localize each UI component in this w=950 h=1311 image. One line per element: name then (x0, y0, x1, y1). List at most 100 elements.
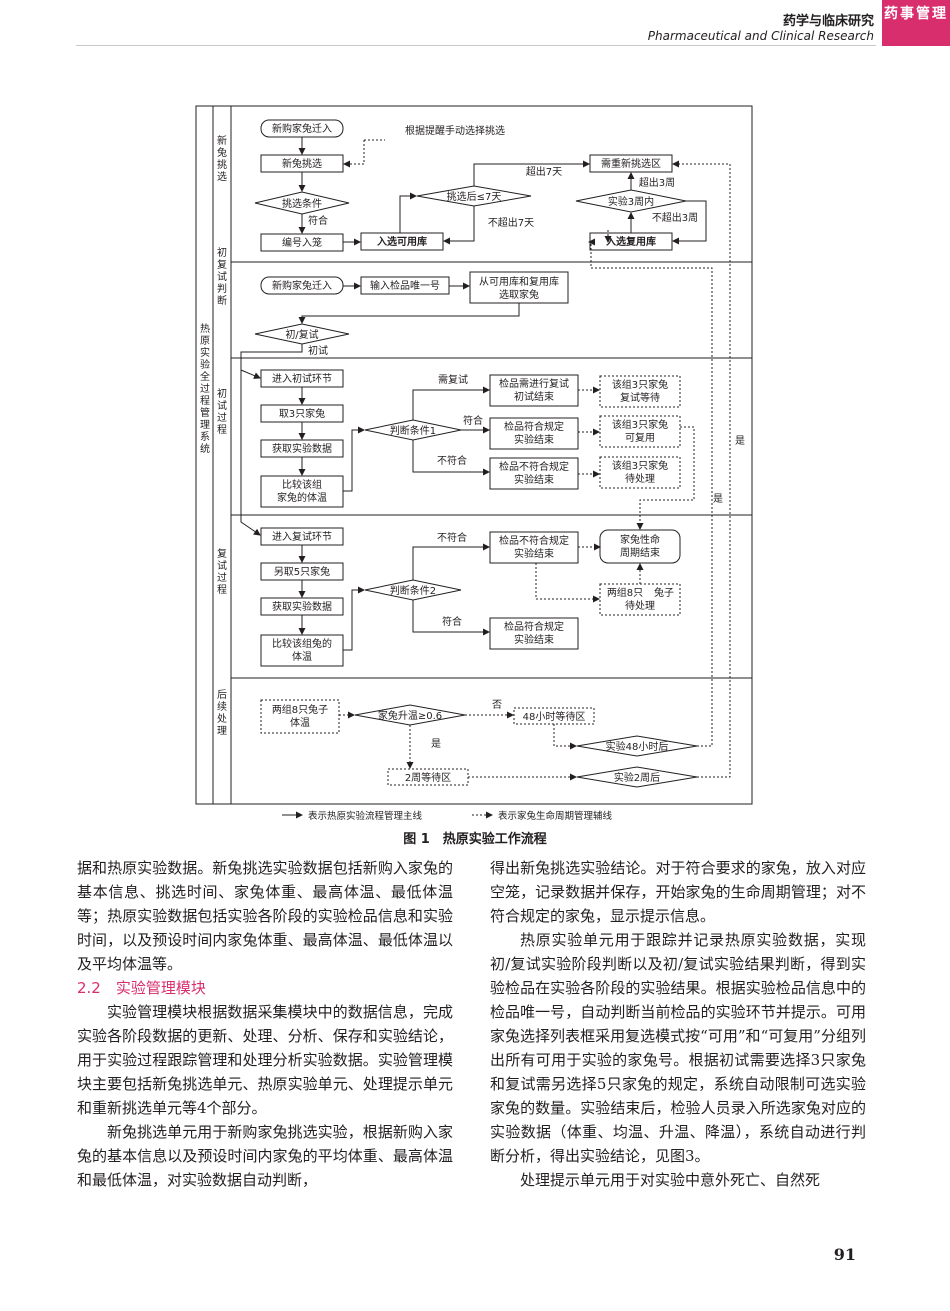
node-wait-retest (599, 375, 681, 408)
t59: 实验结束 (514, 633, 554, 646)
legend-main-text: 表示热原实验流程管理主线 (308, 810, 423, 822)
journal-title-cn: 药学与临床研究 (782, 14, 874, 29)
t60: 比较该组兔的 (272, 637, 332, 650)
para-left-2: 实验管理模块根据数据采集模块中的数据信息，完成实验各阶段数据的更新、处理、分析、… (77, 1003, 453, 1117)
t51: 另取5只家兔 (274, 565, 330, 578)
t24: 检品需进行复试 (499, 377, 569, 390)
diagram-frame (195, 105, 753, 805)
node-compare-1 (260, 475, 344, 508)
phase-label-2: 初复试判断 (217, 246, 227, 307)
t36: 获取实验数据 (272, 442, 332, 455)
t41: 待处理 (625, 472, 655, 485)
body-right-column: 得出新兔挑选实验结论。对于符合要求的家兔，放入对应空笼，记录数据并保存，开始家兔… (490, 856, 866, 1192)
t66: 48小时等待区 (523, 710, 586, 723)
t50: 周期结束 (620, 546, 660, 559)
t13: 编号入笼 (282, 236, 322, 249)
section-heading: 2.2 实验管理模块 (77, 979, 206, 997)
t32: 实验结束 (514, 433, 554, 446)
t47: 检品不符合规定 (499, 534, 569, 547)
t39: 实验结束 (514, 473, 554, 486)
t56: 获取实验数据 (272, 600, 332, 613)
t30: 符合 (463, 414, 483, 427)
t42: 比较该组 (282, 478, 322, 491)
t4: 需重新挑选区 (601, 157, 661, 170)
para-right-1: 得出新兔挑选实验结论。对于符合要求的家兔，放入对应空笼，记录数据并保存，开始家兔… (490, 859, 866, 925)
node-condition-2 (364, 579, 462, 601)
t6: 超出3周 (639, 176, 675, 189)
t7: 挑选后≤7天 (447, 190, 502, 203)
t37: 不符合 (437, 454, 467, 467)
t1: 新购家兔迁入 (272, 122, 332, 135)
phase-label-5: 后续处理 (217, 689, 227, 737)
body-left-column: 据和热原实验数据。新兔挑选实验数据包括新购入家兔的基本信息、挑选时间、家兔体重、… (77, 856, 453, 1192)
node-8-rabbits-temp (260, 699, 340, 734)
t58: 检品符合规定 (504, 620, 564, 633)
t15: 入选复用库 (606, 235, 656, 248)
t68: 实验48小时后 (606, 740, 669, 753)
t21: 初试 (308, 344, 328, 357)
node-pass-1 (489, 417, 579, 450)
para-left-3: 新兔挑选单元用于新购家兔挑选实验，根据新购入家兔的基本信息以及预设时间内家兔的平… (77, 1123, 453, 1189)
t26: 该组3只家兔 (612, 378, 668, 391)
t2: 根据提醒手动选择挑选 (405, 124, 505, 137)
t25: 初试结束 (514, 390, 554, 403)
t27: 复试等待 (620, 391, 660, 404)
t48: 实验结束 (514, 547, 554, 560)
t57: 符合 (442, 615, 462, 628)
t38: 检品不符合规定 (499, 460, 569, 473)
node-first-or-retest (254, 323, 350, 345)
t67: 是 (431, 738, 441, 750)
node-compare-2 (260, 634, 344, 667)
para-right-2: 热原实验单元用于跟踪并记录热原实验数据，实现初/复试实验阶段判断以及初/复试实验… (490, 931, 866, 1165)
phase-label-1: 新兔挑选 (217, 134, 227, 183)
t16: 新购家兔迁入 (272, 279, 332, 292)
t54: 兔子 (654, 586, 674, 599)
para-right-3: 处理提示单元用于对实验中意外死亡、自然死 (520, 1171, 821, 1189)
t35: 是 (735, 435, 745, 447)
t45: 进入复试环节 (272, 530, 332, 543)
t3: 新兔挑选 (282, 157, 322, 170)
t46: 不符合 (437, 531, 467, 544)
t28: 取3只家兔 (279, 407, 325, 420)
t55: 待处理 (625, 599, 655, 612)
t12: 不超出3周 (652, 211, 698, 224)
t22: 进入初试环节 (272, 372, 332, 385)
flowchart-figure: 热原实验全过程管理系统 新兔挑选 初复试判断 初试过程 复试过程 后续处理 (195, 105, 753, 822)
node-select-condition (254, 191, 350, 215)
figure-caption: 图 1 热原实验工作流程 (403, 832, 547, 847)
t65: 家兔升温≥0.6 (378, 709, 442, 722)
t62: 两组8只兔子 (272, 703, 328, 716)
phase-label-4: 复试过程 (217, 547, 227, 596)
t10: 符合 (308, 214, 328, 227)
t11: 不超出7天 (488, 216, 534, 229)
t14: 入选可用库 (377, 235, 427, 248)
t5: 超出7天 (526, 165, 562, 178)
node-need-retest (489, 374, 579, 407)
t18: 从可用库和复用库 (479, 275, 559, 288)
t33: 该组3只家兔 (612, 418, 668, 431)
t8: 实验3周内 (608, 195, 654, 208)
phase-label-3: 初试过程 (217, 387, 227, 436)
t52: 判断条件2 (390, 584, 436, 597)
t23: 需复试 (438, 373, 468, 386)
node-pick-from-pools (469, 271, 569, 304)
t43: 家兔的体温 (277, 491, 327, 504)
section-badge: 药事管理 (882, 0, 950, 46)
node-pass-2 (489, 617, 579, 650)
header-rule (76, 45, 876, 46)
t29: 判断条件1 (390, 424, 436, 437)
t70: 实验2周后 (614, 771, 660, 784)
para-left-1: 据和热原实验数据。新兔挑选实验数据包括新购入家兔的基本信息、挑选时间、家兔体重、… (77, 859, 453, 973)
node-fail-1 (489, 457, 579, 490)
journal-title-en: Pharmaceutical and Clinical Research (647, 29, 874, 43)
t19: 选取家兔 (499, 288, 539, 301)
t9: 挑选条件 (282, 197, 322, 210)
t17: 输入检品唯一号 (370, 279, 440, 292)
t69: 2周等待区 (405, 771, 451, 784)
t49: 家兔性命 (620, 533, 660, 546)
t63: 体温 (290, 717, 310, 729)
node-within-7-days (416, 185, 532, 207)
page-number: 91 (833, 1245, 856, 1264)
node-pending-1 (599, 456, 681, 489)
t40: 该组3只家兔 (612, 459, 668, 472)
